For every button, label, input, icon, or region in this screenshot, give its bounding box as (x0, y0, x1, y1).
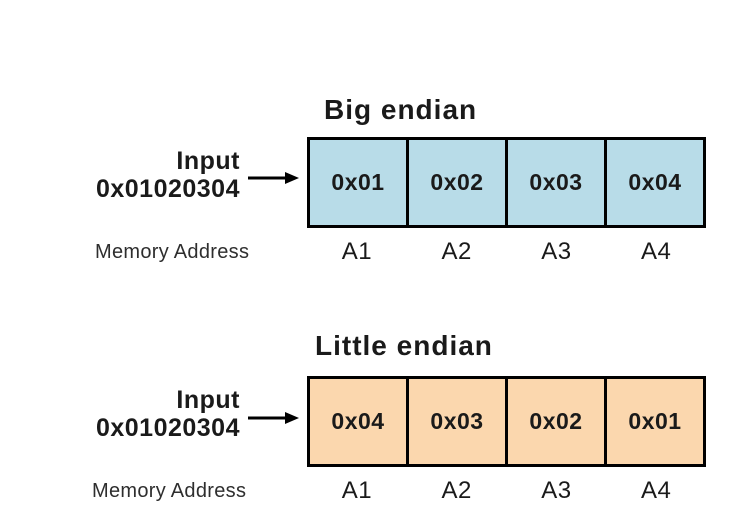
address-label: A3 (541, 477, 572, 504)
memory-address-label: Memory Address (92, 480, 247, 502)
arrow-right-icon (248, 412, 299, 424)
byte-cell: 0x04 (604, 140, 703, 225)
address-label: A3 (541, 238, 572, 265)
address-label: A1 (341, 477, 373, 504)
byte-cell: 0x03 (505, 140, 604, 225)
address-label: A1 (341, 238, 373, 265)
big-endian-byte-row: 0x01 0x02 0x03 0x04 (307, 137, 706, 228)
big-endian-title: Big endian (324, 94, 478, 125)
byte-cell: 0x04 (310, 379, 406, 464)
big-endian-address-row: A1 A2 A3 A4 (307, 238, 706, 266)
input-value: 0x01020304 (95, 175, 240, 203)
byte-cell: 0x02 (406, 140, 505, 225)
address-label: A2 (441, 238, 472, 265)
byte-cell: 0x01 (310, 140, 406, 225)
byte-cell: 0x01 (604, 379, 703, 464)
arrow-right-icon (248, 172, 299, 184)
input-label: Input (176, 386, 240, 414)
little-endian-input-block: Input 0x01020304 (30, 386, 240, 442)
little-endian-byte-row: 0x04 0x03 0x02 0x01 (307, 376, 706, 467)
byte-cell: 0x02 (505, 379, 604, 464)
big-endian-input-block: Input 0x01020304 (30, 147, 240, 203)
byte-cell: 0x03 (406, 379, 505, 464)
address-label: A2 (441, 477, 472, 504)
little-endian-title: Little endian (315, 330, 493, 361)
address-label: A4 (640, 238, 672, 265)
little-endian-address-row: A1 A2 A3 A4 (307, 477, 706, 505)
memory-address-label: Memory Address (95, 241, 250, 263)
input-value: 0x01020304 (95, 414, 240, 442)
address-label: A4 (640, 477, 672, 504)
input-label: Input (176, 147, 240, 175)
